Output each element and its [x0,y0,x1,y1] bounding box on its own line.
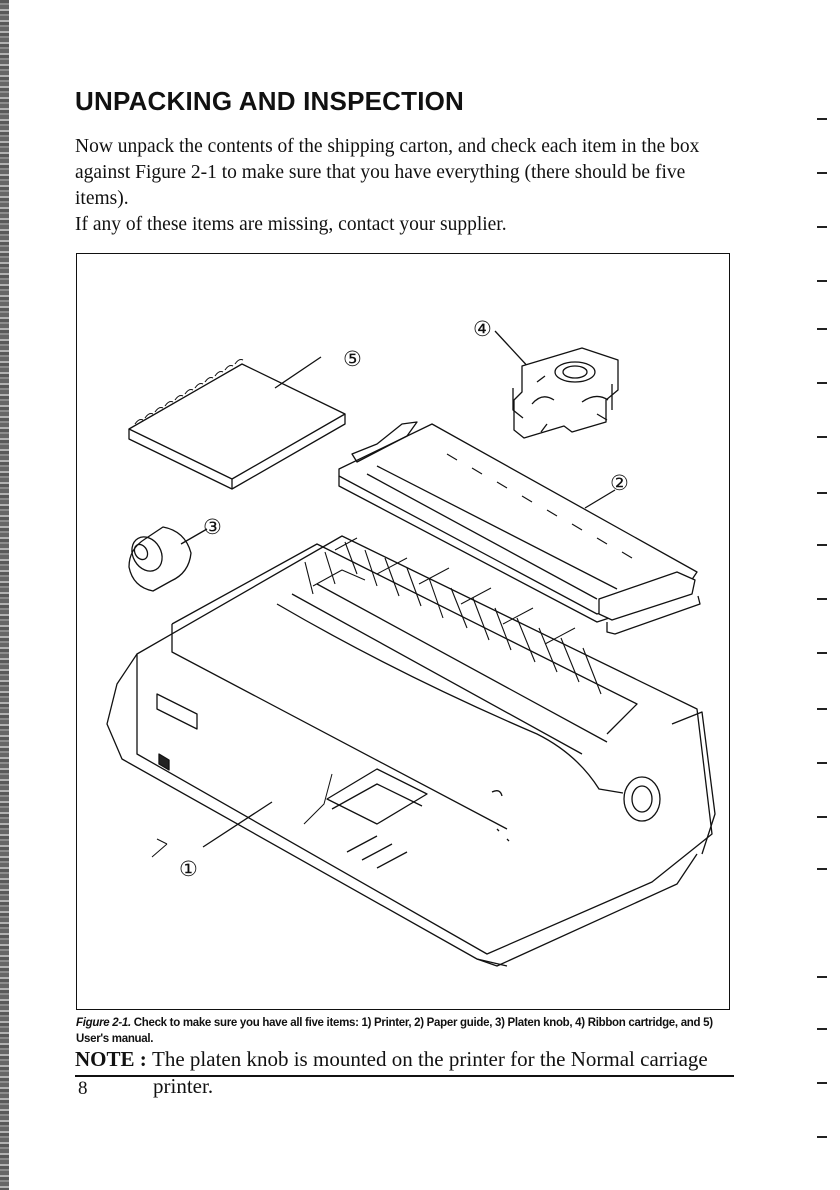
intro-paragraph: Now unpack the contents of the shipping … [75,136,700,209]
intro-text: Now unpack the contents of the shipping … [75,134,740,238]
platen-knob-illustration [128,526,208,592]
callout-2: ② [610,471,629,495]
note-text: The platen knob is mounted on the printe… [152,1047,708,1071]
figure-caption-label: Figure 2-1. [76,1017,131,1029]
intro-paragraph-missing: If any of these items are missing, conta… [75,214,507,235]
callout-4: ④ [473,317,492,341]
scan-edge [0,0,9,1190]
callout-5: ⑤ [343,347,362,371]
note-text-continued: printer. [153,1074,214,1098]
ribbon-cartridge-illustration [494,330,619,439]
note: NOTE : The platen knob is mounted on the… [75,1046,740,1100]
paper-guide-illustration [338,421,701,635]
printer-illustration [106,535,716,967]
note-label: NOTE : [75,1047,153,1071]
margin-marks [812,0,832,1190]
users-manual-illustration [128,356,346,490]
callout-3: ③ [203,515,222,539]
footer-rule [75,1075,734,1077]
figure-illustration: ⑤ ④ ② ③ ① [106,317,716,967]
figure-caption-text: Check to make sure you have all five ite… [76,1017,713,1045]
figure-caption: Figure 2-1. Check to make sure you have … [76,1015,741,1047]
page-title: UNPACKING AND INSPECTION [75,86,465,116]
callout-1: ① [179,857,198,881]
figure-2-1: ⑤ ④ ② ③ ① [76,253,730,1010]
page-number: 8 [78,1078,88,1099]
